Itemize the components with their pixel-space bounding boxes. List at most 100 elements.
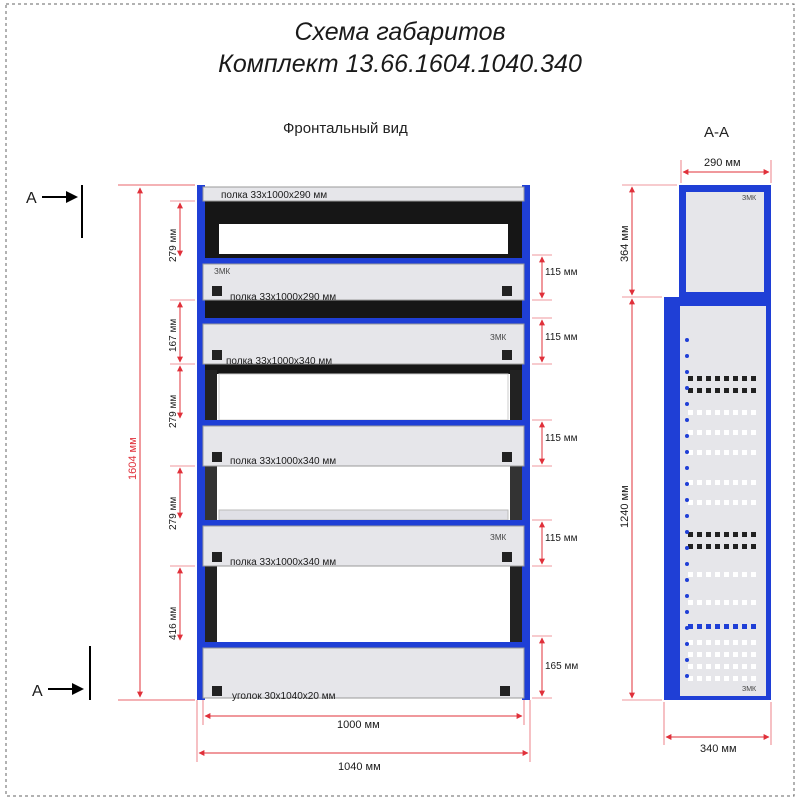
bay-back-2 <box>205 300 522 318</box>
hook-hole <box>685 338 689 342</box>
svg-text:А: А <box>26 190 37 207</box>
perforated-post <box>205 466 217 522</box>
dim-rail-5: 165 мм <box>545 661 578 672</box>
perforation-hole <box>742 480 747 485</box>
perforation-hole <box>688 572 693 577</box>
perforation-hole <box>688 544 693 549</box>
bay-back-3 <box>205 364 522 374</box>
perforation-hole <box>733 480 738 485</box>
perforation-hole <box>706 624 711 629</box>
perforation-hole <box>688 430 693 435</box>
brand-logo: ЗМК <box>742 686 757 693</box>
perforation-hole <box>724 430 729 435</box>
hook-hole <box>685 546 689 550</box>
perforation-hole <box>742 664 747 669</box>
perforation-hole <box>724 544 729 549</box>
perforation-hole <box>706 664 711 669</box>
hook-hole <box>685 418 689 422</box>
dim-gap-2: 167 мм <box>168 319 179 352</box>
perforation-hole <box>742 600 747 605</box>
perforation-hole <box>724 532 729 537</box>
dim-rail-1: 115 мм <box>545 267 578 278</box>
perforation-hole <box>706 376 711 381</box>
hook-hole <box>685 674 689 678</box>
shelf-label-4: полка 33х1000х340 мм <box>230 456 336 467</box>
side-view: ЗМК ЗМК 290 мм 364 мм 1240 мм 340 мм <box>619 157 772 755</box>
perforation-hole <box>751 388 756 393</box>
shelf-5 <box>202 525 525 567</box>
bay-floor-4 <box>218 509 509 521</box>
hook-hole <box>685 402 689 406</box>
perforation-hole <box>724 676 729 681</box>
perforation-hole <box>706 676 711 681</box>
corner-clip <box>502 350 512 360</box>
perforation-hole <box>751 500 756 505</box>
perforation-hole <box>724 500 729 505</box>
hook-hole <box>685 514 689 518</box>
perforated-post <box>510 466 522 522</box>
perforation-hole <box>697 664 702 669</box>
perforation-hole <box>715 624 720 629</box>
front-view-label: Фронтальный вид <box>283 120 408 137</box>
perforation-hole <box>751 572 756 577</box>
rail-dimensions: 115 мм 115 мм 115 мм 115 мм 165 мм <box>532 254 578 699</box>
perforation-hole <box>751 450 756 455</box>
corner-clip <box>212 452 222 462</box>
perforation-hole <box>751 624 756 629</box>
perforation-hole <box>715 532 720 537</box>
perforation-hole <box>715 664 720 669</box>
perforation-hole <box>706 388 711 393</box>
perforation-hole <box>733 664 738 669</box>
perforation-hole <box>688 532 693 537</box>
side-upper-panel <box>686 192 764 292</box>
brand-logo: ЗМК <box>742 195 757 202</box>
dim-rail-2: 115 мм <box>545 332 578 343</box>
perforation-hole <box>733 572 738 577</box>
perforation-hole <box>733 532 738 537</box>
hook-hole <box>685 450 689 454</box>
perforation-hole <box>733 410 738 415</box>
perforation-hole <box>688 624 693 629</box>
front-right-upright <box>522 185 530 700</box>
perforation-hole <box>751 480 756 485</box>
perforation-hole <box>733 600 738 605</box>
perforation-hole <box>742 430 747 435</box>
page-title-line-1: Схема габаритов <box>294 18 506 46</box>
perforation-hole <box>751 664 756 669</box>
base-label: уголок 30х1040х20 мм <box>232 691 336 702</box>
section-marker-bottom: А <box>32 646 91 700</box>
shelf-rail-1 <box>197 258 530 264</box>
perforation-hole <box>751 676 756 681</box>
section-view-label: А-А <box>704 124 730 141</box>
dim-rail-4: 115 мм <box>545 533 578 544</box>
bay-opening-3 <box>218 373 509 421</box>
shelf-label-1: полка 33х1000х290 мм <box>221 190 327 201</box>
perforation-hole <box>724 572 729 577</box>
perforation-hole <box>742 652 747 657</box>
perforation-hole <box>724 410 729 415</box>
perforation-hole <box>715 410 720 415</box>
perforation-hole <box>742 624 747 629</box>
perforation-pattern <box>685 338 756 681</box>
corner-clip <box>212 350 222 360</box>
perforation-hole <box>715 376 720 381</box>
perforation-hole <box>742 572 747 577</box>
shelf-rail-5 <box>197 642 530 648</box>
bay-opening-1 <box>219 224 508 254</box>
hook-hole <box>685 594 689 598</box>
perforation-hole <box>706 600 711 605</box>
perforation-hole <box>715 544 720 549</box>
corner-clip <box>500 686 510 696</box>
hook-hole <box>685 482 689 486</box>
perforation-hole <box>688 410 693 415</box>
perforation-hole <box>733 500 738 505</box>
perforation-hole <box>706 544 711 549</box>
perforation-hole <box>697 600 702 605</box>
perforation-hole <box>733 640 738 645</box>
perforation-hole <box>697 376 702 381</box>
perforation-hole <box>733 388 738 393</box>
perforation-hole <box>706 430 711 435</box>
shelf-label-5: полка 33х1000х340 мм <box>230 557 336 568</box>
perforation-hole <box>742 450 747 455</box>
hook-hole <box>685 658 689 662</box>
